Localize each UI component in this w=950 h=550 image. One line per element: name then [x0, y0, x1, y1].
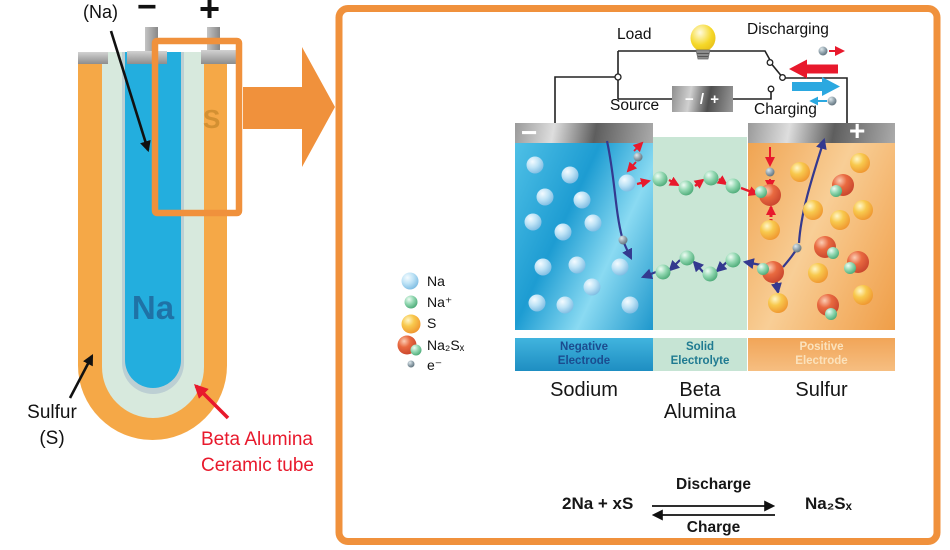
solid-electrolyte-bar-line2: Electrolyte: [670, 354, 730, 367]
sulfur-name: Sulfur: [795, 379, 848, 401]
sodium-core-label: Na: [131, 289, 175, 326]
light-bulb-icon: [690, 24, 716, 60]
circuit-wires: [554, 50, 848, 123]
legend-na2sx-icon: [397, 335, 422, 356]
discharging-label: Discharging: [747, 21, 829, 38]
cell-minus-label: −: [521, 117, 538, 148]
beta-alumina-name: Beta Alumina: [653, 379, 747, 424]
cell-plus-label: +: [849, 115, 866, 146]
beta-alumina-name-line1: Beta: [679, 379, 721, 401]
minus-terminal-label: −: [137, 0, 157, 26]
legend-electron-label: e⁻: [427, 357, 443, 373]
negative-current-collector: [515, 123, 653, 143]
legend-na2sx-label: Na₂Sₓ: [427, 337, 465, 353]
sulfur-core-label: S: [203, 104, 221, 134]
sodium-name: Sodium: [550, 379, 618, 401]
beta-alumina-annotation-line1: Beta Alumina: [201, 429, 313, 450]
battery-polarity-label: − / +: [684, 90, 721, 108]
legend-na-plus-icon: [404, 295, 418, 309]
switch-contact-top: [766, 59, 774, 66]
switch-contact-bottom: [767, 85, 775, 93]
negative-electrode-bar-line2: Electrode: [557, 354, 611, 367]
discharge-direction-arrow: [789, 59, 838, 79]
solid-electrolyte-bar-line1: Solid: [685, 341, 715, 354]
beta-alumina-name-line2: Alumina: [663, 401, 737, 424]
source-battery-box: − / +: [672, 86, 733, 112]
equation-reverse-label: Charge: [686, 519, 741, 536]
load-label: Load: [617, 26, 652, 43]
negative-electrode-bar-line1: Negative: [560, 341, 608, 354]
zoom-arrow: [243, 47, 335, 167]
detail-panel-frame: [335, 5, 941, 545]
sulfur-annotation-line2: (S): [39, 428, 65, 449]
beta-alumina-annotation: Beta Alumina Ceramic tube: [201, 427, 341, 479]
legend-s-icon: [401, 314, 421, 334]
na-pointer-arrow: [109, 30, 151, 153]
sulfur-annotation: Sulfur (S): [16, 400, 88, 452]
legend-s-label: S: [427, 315, 437, 331]
beta-alumina-pointer-arrow: [194, 384, 230, 420]
charge-direction-arrow: [792, 77, 840, 96]
legend-na-plus-label: Na⁺: [427, 294, 453, 310]
zoom-highlight-rect: [151, 37, 243, 217]
source-label: Source: [610, 97, 660, 114]
charging-label: Charging: [754, 101, 817, 118]
sulfur-pointer-arrow: [68, 354, 94, 399]
solid-electrolyte-region: [653, 137, 747, 330]
legend-na-label: Na: [427, 273, 445, 289]
legend-swatches: [397, 272, 422, 368]
particle-spheres: [524, 46, 873, 320]
left-cap: [78, 52, 108, 64]
plus-terminal-label: +: [199, 0, 221, 29]
sulfur-annotation-line1: Sulfur: [27, 402, 77, 423]
positive-electrode-bar-line1: Positive: [799, 341, 844, 354]
positive-electrode-bar: Positive Electrode: [748, 338, 895, 371]
equation-forward-label: Discharge: [676, 476, 751, 493]
cell-arrows: [605, 137, 827, 295]
switch-contact-mid: [779, 74, 786, 81]
legend-na-icon: [401, 272, 419, 290]
beta-alumina-annotation-line2: Ceramic tube: [201, 455, 314, 476]
positive-terminal-cap: [201, 50, 237, 64]
legend-electron-icon: [407, 360, 415, 368]
equation-rhs: Na₂Sₓ: [805, 494, 852, 513]
positive-electrode-bar-line2: Electrode: [795, 354, 848, 367]
solid-electrolyte-bar: Solid Electrolyte: [653, 338, 747, 371]
junction-node: [614, 73, 622, 81]
positive-current-collector: [748, 123, 895, 143]
negative-electrode-bar: Negative Electrode: [515, 338, 653, 371]
na-annotation: (Na): [83, 2, 118, 22]
equation-lhs: 2Na + xS: [562, 494, 634, 513]
